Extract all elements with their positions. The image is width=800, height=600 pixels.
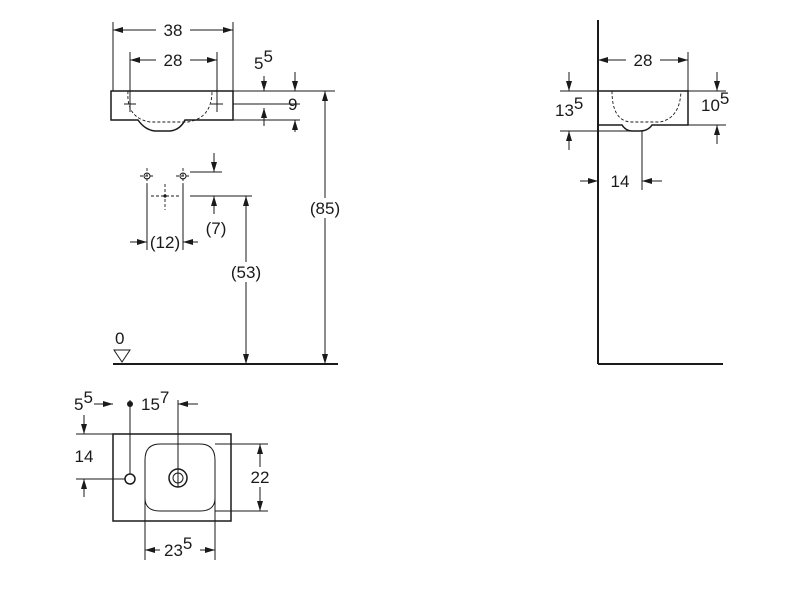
dim-width-total: 38 xyxy=(164,21,183,40)
dim-overflow-top: 55 xyxy=(254,47,273,73)
floor-level-marker xyxy=(113,349,131,363)
tap-hole xyxy=(124,473,136,485)
dim-top-tap-offset: 55 xyxy=(74,388,93,414)
dim-waste-offset: (7) xyxy=(206,219,227,238)
waste-connection-symbols xyxy=(140,168,190,210)
dim-top-bowl-width: 235 xyxy=(164,534,192,560)
top-view: 55 157 14 22 235 xyxy=(74,388,274,560)
dim-side-drain-offset: 14 xyxy=(611,172,630,191)
dim-overall-height: (85) xyxy=(310,199,340,218)
basin-bowl-hidden-line xyxy=(127,90,213,123)
dim-waste-height: (53) xyxy=(231,263,261,282)
front-view: 0 38 28 55 xyxy=(110,20,347,365)
dim-side-left-height: 135 xyxy=(555,94,583,120)
dim-tap-spacing: 28 xyxy=(164,51,183,70)
basin-side-bowl-hidden-line xyxy=(611,90,682,123)
dim-basin-height: 9 xyxy=(288,95,297,114)
dim-side-depth: 28 xyxy=(634,51,653,70)
dim-side-right-height: 105 xyxy=(701,89,729,115)
side-view: 28 135 105 14 xyxy=(555,20,729,365)
basin-side-outline xyxy=(597,90,689,132)
floor-level-label: 0 xyxy=(115,329,124,348)
basin-top-outline xyxy=(112,433,232,522)
dim-top-bowl-depth: 22 xyxy=(251,468,270,487)
dim-waste-spacing: (12) xyxy=(150,233,180,252)
dim-top-depth: 14 xyxy=(75,447,94,466)
basin-front-outline xyxy=(110,90,234,132)
basin-top-bowl xyxy=(144,443,216,512)
dim-top-drain-offset: 157 xyxy=(141,388,169,414)
